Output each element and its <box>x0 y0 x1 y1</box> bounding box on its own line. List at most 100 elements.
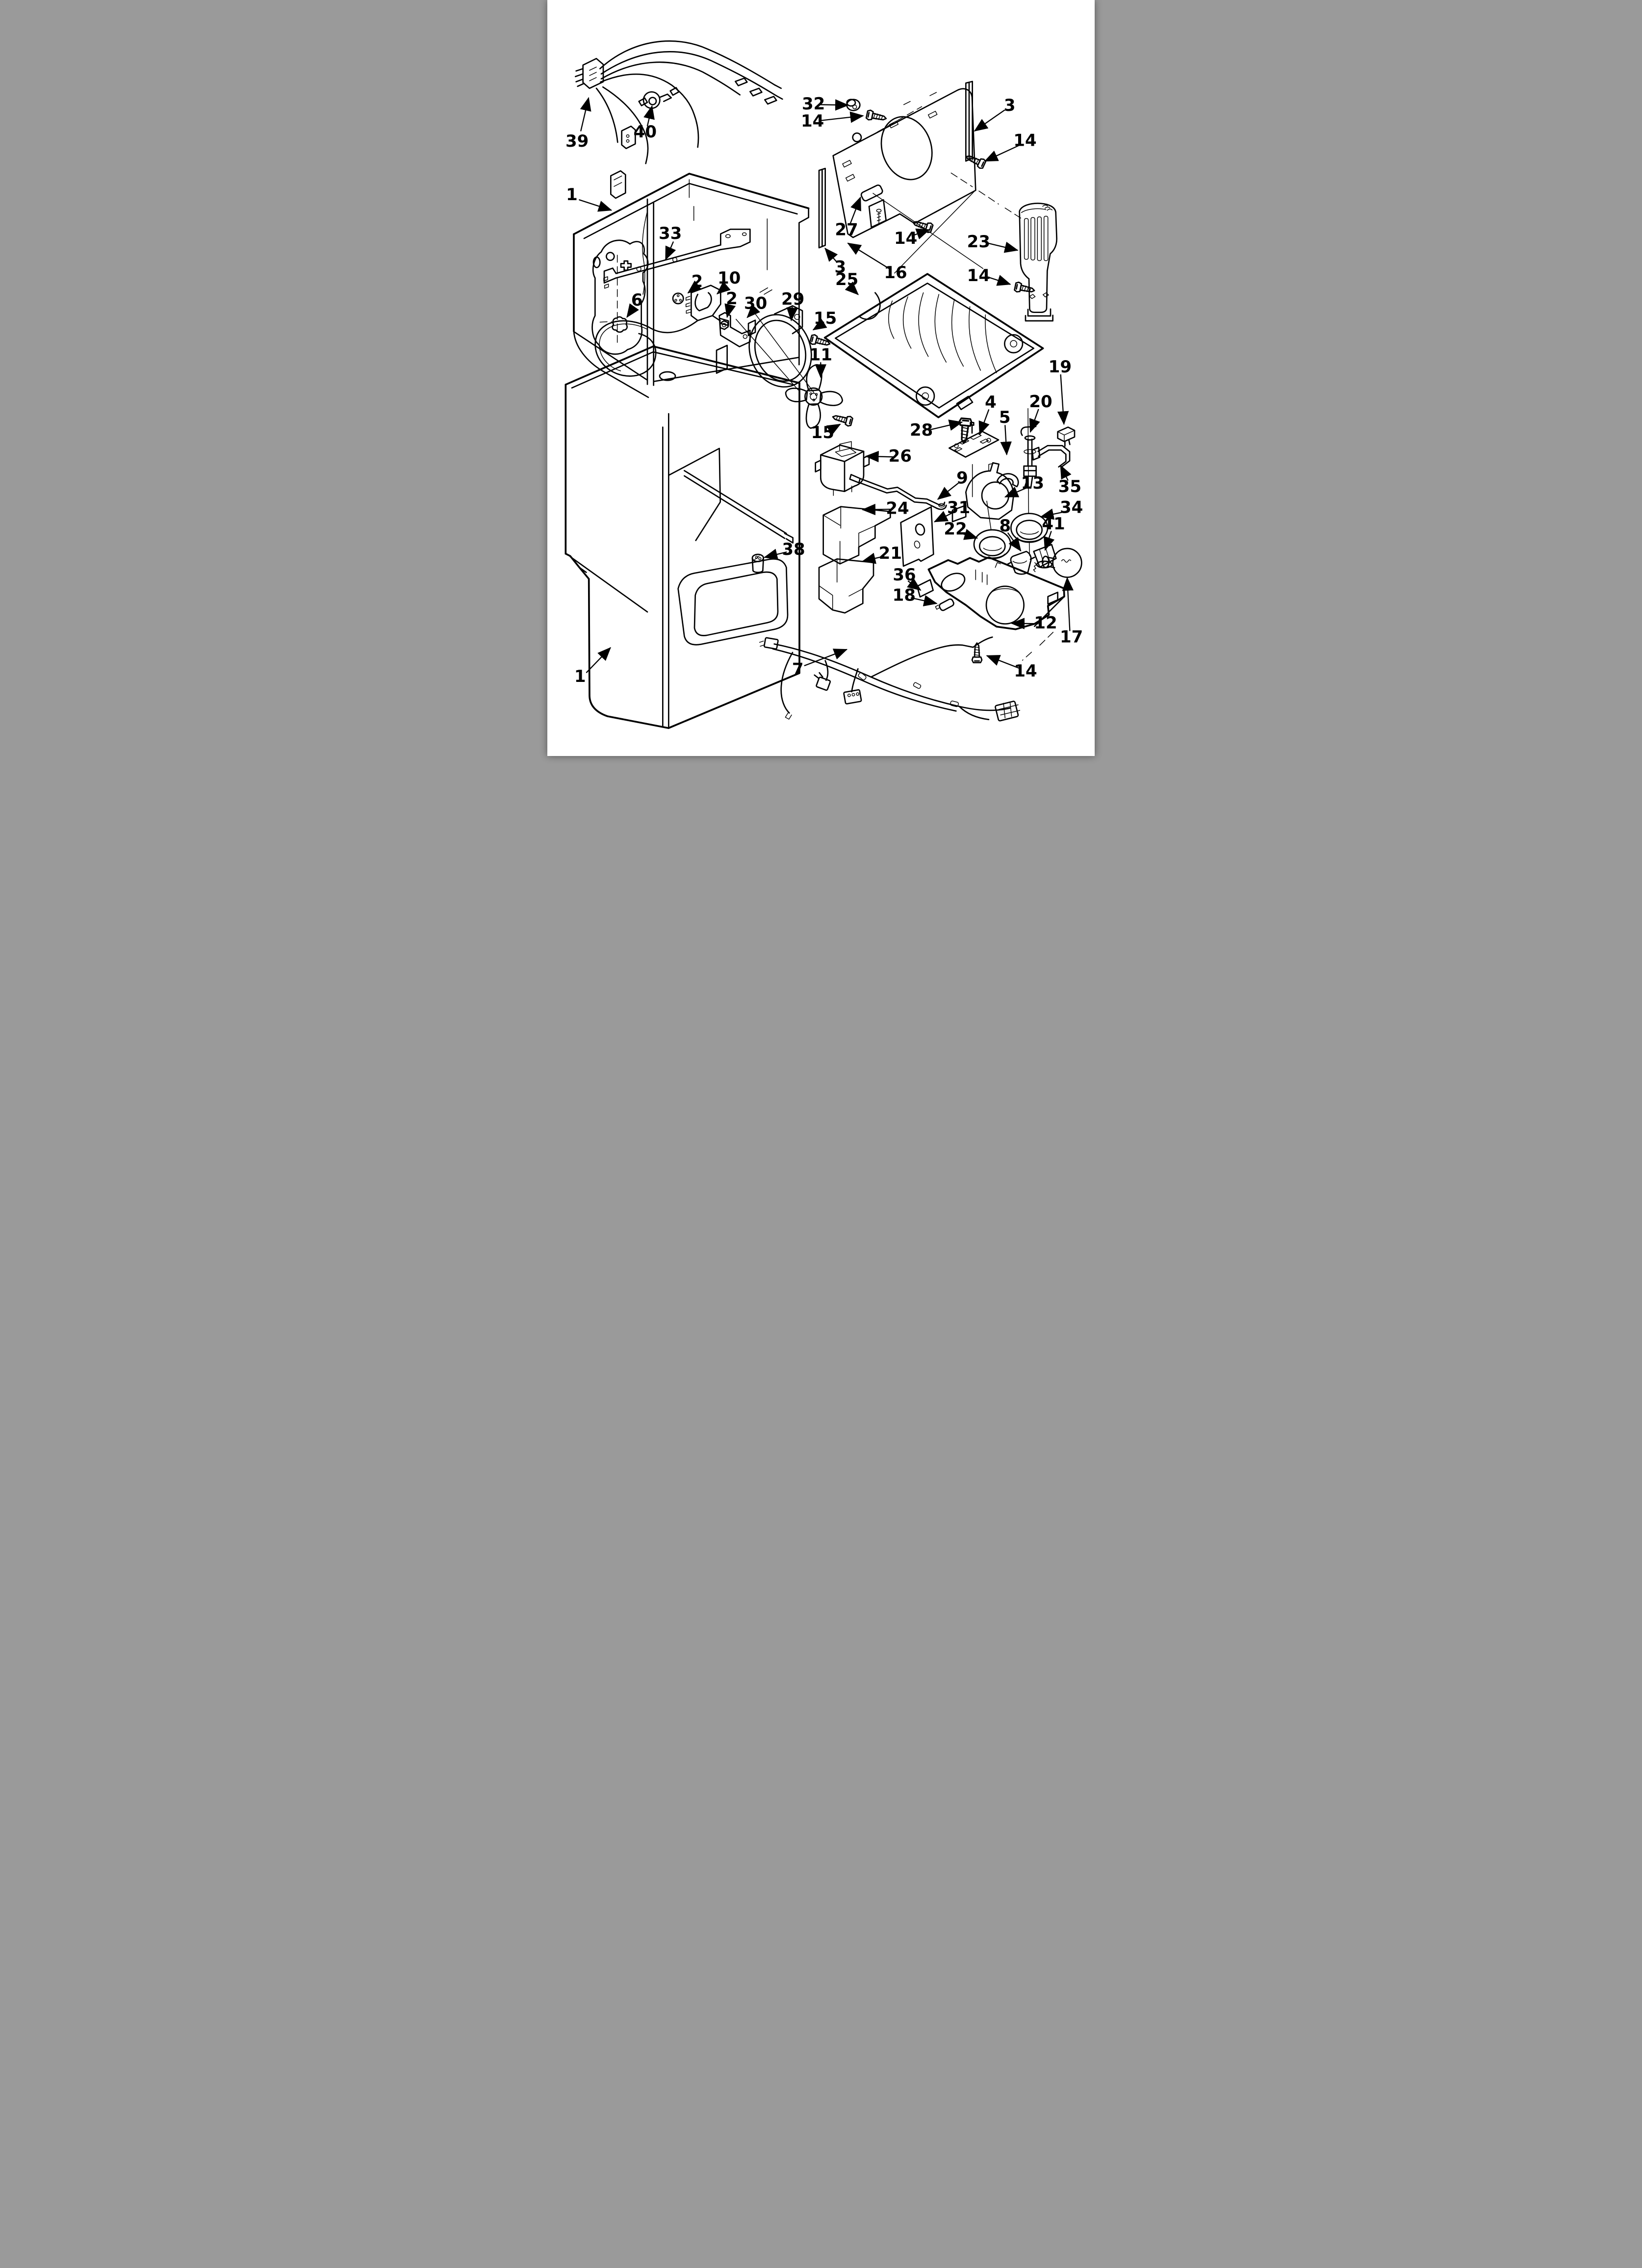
callout-41: 41 <box>1042 514 1065 551</box>
callout-label-31: 31 <box>947 498 970 518</box>
part-35-strap <box>1031 444 1071 468</box>
callout-14a: 14 <box>801 111 864 131</box>
callout-1a: 1 <box>566 185 613 212</box>
part-23-air-tower <box>1019 203 1057 322</box>
callout-34: 34 <box>1040 498 1083 520</box>
callout-label-16: 16 <box>884 263 907 283</box>
callout-label-22: 22 <box>944 520 967 539</box>
callout-arrow-33 <box>665 241 676 261</box>
screw-14c <box>1013 281 1036 296</box>
callout-arrow-36 <box>907 578 922 591</box>
callout-label-2a: 2 <box>691 272 703 291</box>
part-4-control-board <box>949 421 1000 458</box>
callout-arrow-16 <box>847 242 891 270</box>
callout-arrow-10 <box>716 281 731 295</box>
callout-3b: 3 <box>824 247 846 277</box>
callout-11: 11 <box>809 345 832 378</box>
callout-label-29: 29 <box>781 289 804 309</box>
callout-label-41: 41 <box>1042 514 1065 534</box>
callout-32: 32 <box>802 94 849 114</box>
callout-arrow-18 <box>910 595 938 606</box>
part-9-ground-strap <box>849 473 947 510</box>
callout-15b: 15 <box>811 423 841 443</box>
callout-label-13: 13 <box>1021 473 1044 493</box>
part-16-evaporator-panel <box>832 88 976 238</box>
callout-24: 24 <box>862 499 909 519</box>
screws <box>809 109 1036 663</box>
callout-25: 25 <box>835 270 859 295</box>
callout-arrow-22 <box>961 529 978 540</box>
callout-arrow-17 <box>1062 577 1074 631</box>
callout-arrow-9 <box>937 483 959 500</box>
callout-label-14a: 14 <box>801 111 824 131</box>
callout-label-21: 21 <box>879 544 902 563</box>
callout-label-19: 19 <box>1049 357 1072 377</box>
callout-20: 20 <box>1029 392 1052 433</box>
callout-arrow-15a <box>812 318 827 331</box>
callout-28: 28 <box>910 419 963 440</box>
part-25-drain-pan <box>823 273 1044 418</box>
callout-3a: 3 <box>974 96 1016 131</box>
callout-arrow-7 <box>804 649 848 666</box>
callout-arrow-27 <box>849 196 861 225</box>
callout-label-11: 11 <box>809 345 832 365</box>
callout-13: 13 <box>1004 473 1044 497</box>
callout-5: 5 <box>999 408 1012 456</box>
callout-arrow-3b <box>824 247 838 263</box>
callout-arrow-21 <box>862 552 885 564</box>
callout-6: 6 <box>626 290 643 318</box>
callout-label-20: 20 <box>1029 392 1052 412</box>
callout-arrow-6 <box>626 303 639 318</box>
parts-diagram-canvas: 1394032143142714231431625332102302961511… <box>564 40 1083 729</box>
callout-label-32: 32 <box>802 94 825 114</box>
callout-label-2b: 2 <box>726 289 738 309</box>
callout-label-4: 4 <box>985 392 997 412</box>
callout-arrow-26 <box>865 450 894 463</box>
callout-label-36: 36 <box>893 565 916 585</box>
part-12-lamp-support <box>927 556 1065 630</box>
part-1-refrigerator-liner <box>564 345 800 729</box>
callout-label-39: 39 <box>565 131 589 151</box>
callout-arrow-13 <box>1004 486 1027 497</box>
callout-arrow-14a <box>819 111 864 123</box>
part-1-freezer-liner <box>573 173 810 398</box>
callout-label-24: 24 <box>886 499 909 519</box>
part-26-defrost-timer <box>815 441 870 496</box>
part-31-plate <box>900 506 934 567</box>
callout-label-15a: 15 <box>814 309 837 328</box>
callout-23: 23 <box>967 232 1019 253</box>
callout-arrow-14b <box>984 144 1020 162</box>
callout-label-1a: 1 <box>566 185 578 205</box>
callout-label-3a: 3 <box>1004 96 1016 115</box>
part-5-clip <box>997 473 1019 488</box>
callout-label-10: 10 <box>718 268 741 288</box>
callout-17: 17 <box>1060 577 1083 647</box>
callout-label-27: 27 <box>835 220 858 240</box>
callout-label-25: 25 <box>835 270 858 289</box>
callout-arrow-14c <box>985 275 1011 286</box>
callout-label-17: 17 <box>1060 627 1083 647</box>
callout-14d: 14 <box>894 229 930 248</box>
part-3-strip-left <box>818 168 826 249</box>
callout-label-33: 33 <box>659 224 682 243</box>
callout-label-14b: 14 <box>1013 131 1036 151</box>
screw-14e <box>971 642 983 663</box>
callout-label-7: 7 <box>792 660 804 679</box>
callout-label-26: 26 <box>889 446 912 466</box>
part-38-sleeve <box>751 553 764 574</box>
callout-22: 22 <box>944 520 978 540</box>
callout-19: 19 <box>1049 357 1072 425</box>
callout-18: 18 <box>893 586 938 606</box>
callout-14c: 14 <box>967 266 1011 286</box>
callout-30: 30 <box>744 294 767 318</box>
callout-label-14c: 14 <box>967 266 990 286</box>
callout-label-34: 34 <box>1060 498 1083 518</box>
callout-arrow-30 <box>746 304 761 318</box>
callout-label-12: 12 <box>1034 613 1057 633</box>
callout-16: 16 <box>847 242 907 283</box>
part-27-tab <box>860 184 887 228</box>
part-39-wiring-harness <box>575 40 783 199</box>
callout-12: 12 <box>1011 613 1057 633</box>
callout-label-23: 23 <box>967 232 990 252</box>
